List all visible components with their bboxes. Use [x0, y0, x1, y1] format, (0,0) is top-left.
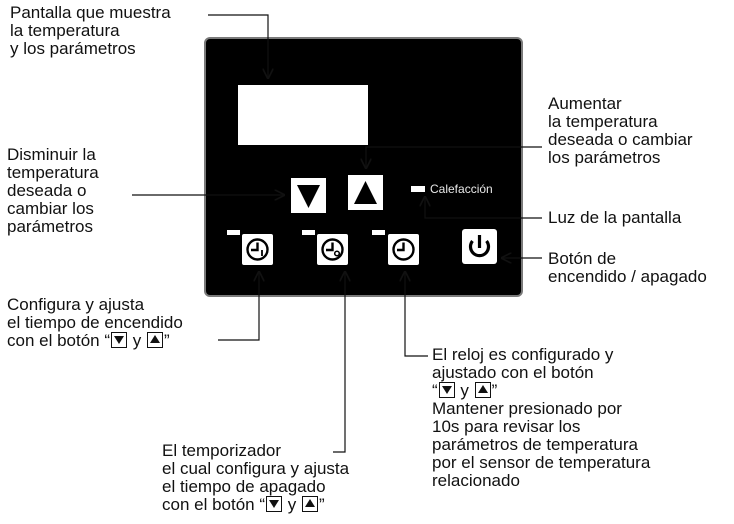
leader-screen-light — [425, 197, 542, 219]
leader-on-timer — [218, 272, 259, 341]
label-on-timer: Configura y ajusta el tiempo de encendid… — [7, 295, 183, 350]
heating-label: Calefacción — [430, 182, 493, 196]
leader-clock — [405, 272, 428, 357]
label-clock: El reloj es configurado y ajustado con e… — [432, 345, 651, 490]
up-arrow-icon — [474, 382, 491, 398]
leader-increase — [366, 146, 542, 168]
label-increase: Aumentar la temperatura deseada o cambia… — [548, 94, 693, 167]
clock-indicator — [372, 230, 385, 235]
timer-on-icon — [246, 238, 269, 261]
label-power: Botón de encendido / apagado — [548, 249, 707, 286]
label-decrease: Disminuir la temperatura deseada o cambi… — [7, 145, 99, 236]
label-off-timer: El temporizador el cual configura y ajus… — [162, 441, 350, 514]
down-arrow-icon — [438, 382, 455, 398]
down-arrow-icon — [297, 185, 320, 208]
down-arrow-icon — [111, 332, 128, 348]
up-arrow-icon — [146, 332, 163, 348]
down-button[interactable] — [291, 178, 326, 213]
on-timer-indicator — [227, 230, 240, 235]
clock-icon — [392, 238, 415, 261]
up-button[interactable] — [348, 175, 383, 210]
clock-button[interactable] — [388, 234, 419, 265]
power-button[interactable] — [462, 229, 497, 264]
label-display: Pantalla que muestra la temperatura y lo… — [10, 3, 171, 58]
leader-off-timer — [333, 272, 345, 453]
up-arrow-icon — [354, 181, 377, 204]
leader-display — [208, 14, 268, 78]
label-screen-light: Luz de la pantalla — [548, 208, 682, 227]
power-icon — [468, 235, 491, 258]
off-timer-button[interactable] — [317, 234, 348, 265]
on-timer-button[interactable] — [242, 234, 273, 265]
down-arrow-icon — [266, 496, 283, 512]
heating-indicator-light — [411, 186, 425, 192]
timer-off-icon — [321, 238, 344, 261]
display-screen — [238, 85, 368, 145]
off-timer-indicator — [302, 230, 315, 235]
up-arrow-icon — [301, 496, 318, 512]
